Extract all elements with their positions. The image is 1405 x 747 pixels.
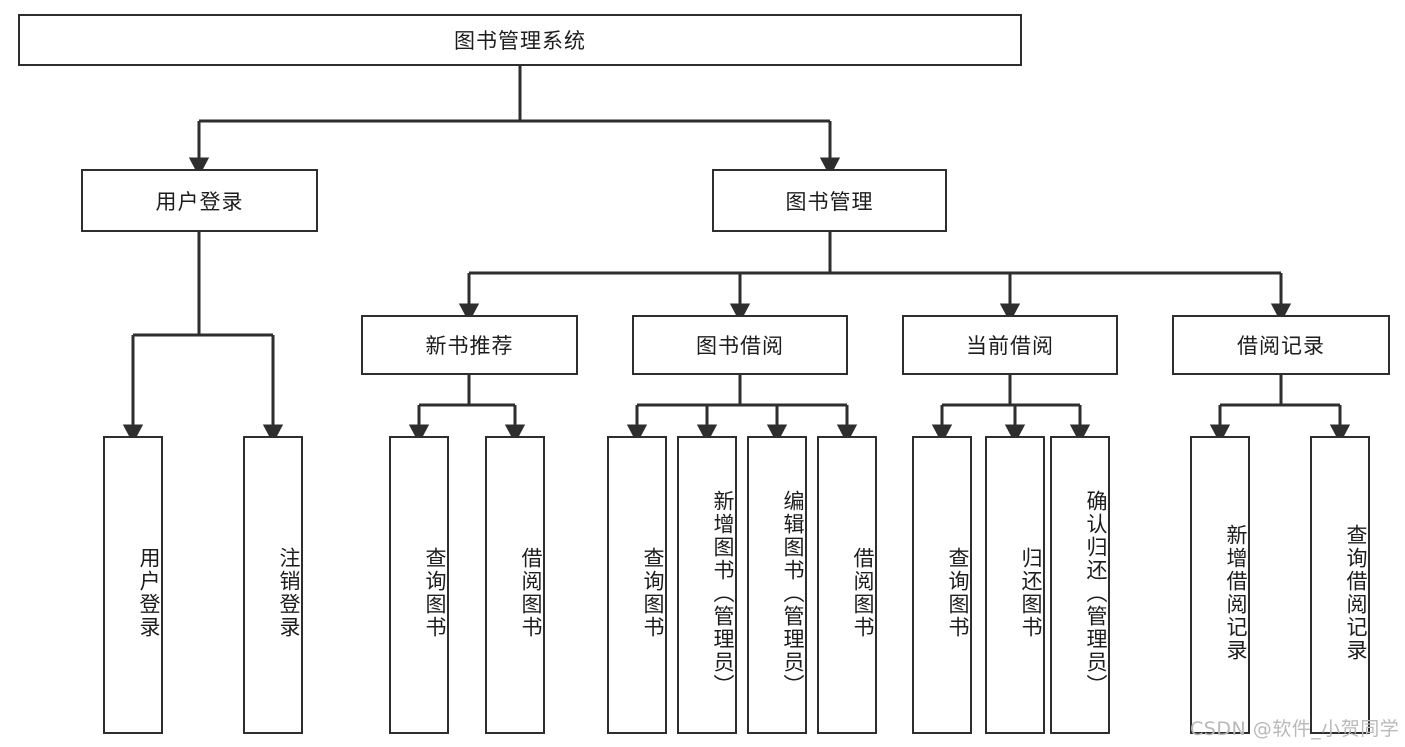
node-root-label: 图书管理系统 xyxy=(454,29,586,53)
node-user-login-label: 用户登录 xyxy=(155,189,244,214)
node-book-borrow[interactable]: 图书借阅 xyxy=(632,315,848,375)
node-leaf-user-logout-label: 注销登录 xyxy=(277,547,301,639)
node-leaf-add-book-admin-label: 新增图书（管理员） xyxy=(711,489,735,697)
node-leaf-return-book[interactable]: 归还图书 xyxy=(985,436,1045,734)
node-book-management-label: 图书管理 xyxy=(785,189,874,214)
node-leaf-add-borrow-record[interactable]: 新增借阅记录 xyxy=(1190,436,1250,734)
node-leaf-return-book-label: 归还图书 xyxy=(1019,547,1043,639)
node-leaf-confirm-return-admin[interactable]: 确认归还（管理员） xyxy=(1050,436,1110,734)
node-borrow-record[interactable]: 借阅记录 xyxy=(1172,315,1390,375)
node-leaf-edit-book-admin[interactable]: 编辑图书（管理员） xyxy=(747,436,807,734)
node-book-borrow-label: 图书借阅 xyxy=(696,334,784,358)
node-leaf-query-borrow-record[interactable]: 查询借阅记录 xyxy=(1310,436,1370,734)
node-new-book-recommend-label: 新书推荐 xyxy=(425,334,514,358)
node-root[interactable]: 图书管理系统 xyxy=(18,14,1022,66)
node-leaf-user-login-label: 用户登录 xyxy=(137,547,161,639)
node-leaf-add-book-admin[interactable]: 新增图书（管理员） xyxy=(677,436,737,734)
node-leaf-add-borrow-record-label: 新增借阅记录 xyxy=(1224,524,1248,662)
node-user-login[interactable]: 用户登录 xyxy=(81,169,318,232)
node-leaf-query-borrow-record-label: 查询借阅记录 xyxy=(1344,524,1368,662)
node-leaf-confirm-return-admin-label: 确认归还（管理员） xyxy=(1084,489,1108,697)
node-current-borrow-label: 当前借阅 xyxy=(966,334,1054,358)
node-leaf-edit-book-admin-label: 编辑图书（管理员） xyxy=(781,489,805,697)
node-leaf-user-logout[interactable]: 注销登录 xyxy=(243,436,303,734)
node-leaf-query-book-1[interactable]: 查询图书 xyxy=(389,436,449,734)
node-leaf-borrow-book-2[interactable]: 借阅图书 xyxy=(817,436,877,734)
node-leaf-query-book-2[interactable]: 查询图书 xyxy=(607,436,667,734)
node-leaf-query-book-2-label: 查询图书 xyxy=(641,547,665,639)
node-leaf-borrow-book-1-label: 借阅图书 xyxy=(519,547,543,639)
node-current-borrow[interactable]: 当前借阅 xyxy=(902,315,1118,375)
node-leaf-query-book-3-label: 查询图书 xyxy=(946,547,970,639)
node-new-book-recommend[interactable]: 新书推荐 xyxy=(361,315,578,375)
node-leaf-query-book-1-label: 查询图书 xyxy=(423,547,447,639)
node-leaf-query-book-3[interactable]: 查询图书 xyxy=(912,436,972,734)
node-book-management[interactable]: 图书管理 xyxy=(712,169,947,232)
node-leaf-user-login[interactable]: 用户登录 xyxy=(103,436,163,734)
node-leaf-borrow-book-1[interactable]: 借阅图书 xyxy=(485,436,545,734)
node-leaf-borrow-book-2-label: 借阅图书 xyxy=(851,547,875,639)
csdn-watermark: CSDN @软件_小贺同学 xyxy=(1190,718,1400,740)
node-borrow-record-label: 借阅记录 xyxy=(1237,334,1325,358)
